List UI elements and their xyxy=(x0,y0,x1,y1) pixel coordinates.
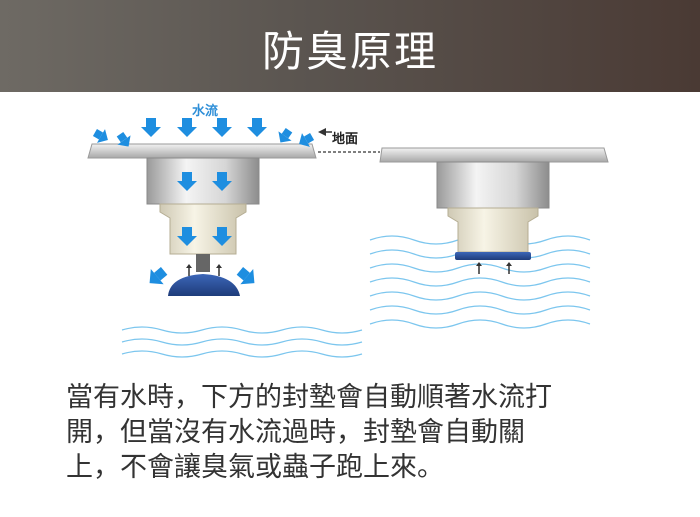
drain-closed-state xyxy=(369,147,609,329)
outflow-arrows xyxy=(149,267,255,285)
water-flow-label: 水流 xyxy=(192,104,219,119)
ground-pointer-icon xyxy=(318,128,326,136)
drain-body-right xyxy=(436,161,550,209)
trap-core-right xyxy=(447,207,539,253)
diagram-illustration xyxy=(87,118,609,358)
drain-body-left xyxy=(146,157,260,205)
page-title: 防臭原理 xyxy=(261,27,438,76)
caption-line-3: 上，不會讓臭氣或蟲子跑上來。 xyxy=(66,452,444,483)
explanation-text: 當有水時，下方的封墊會自動順著水流打 開，但當沒有水流過時，封墊會自動關 上，不… xyxy=(66,380,666,485)
small-arrows-right xyxy=(476,262,512,274)
header-banner: 防臭原理 xyxy=(0,0,700,92)
trap-core-left xyxy=(159,203,247,255)
water-flow-arrows-top xyxy=(141,118,267,137)
ground-label: 地面 xyxy=(332,132,359,147)
stem-left xyxy=(196,254,210,272)
drain-open-state xyxy=(87,118,363,358)
water-waves-left xyxy=(121,326,363,358)
seal-open xyxy=(168,274,240,296)
odor-prevention-diagram: 水流 地面 xyxy=(0,92,700,372)
water-flow-arrows-side xyxy=(92,127,315,147)
floor-plate-left xyxy=(87,143,317,159)
small-arrows-left xyxy=(186,264,222,276)
floor-plate-right xyxy=(379,147,609,163)
seal-closed xyxy=(455,252,531,260)
caption-line-2: 開，但當沒有水流過時，封墊會自動關 xyxy=(66,417,525,448)
caption-line-1: 當有水時，下方的封墊會自動順著水流打 xyxy=(66,382,552,413)
